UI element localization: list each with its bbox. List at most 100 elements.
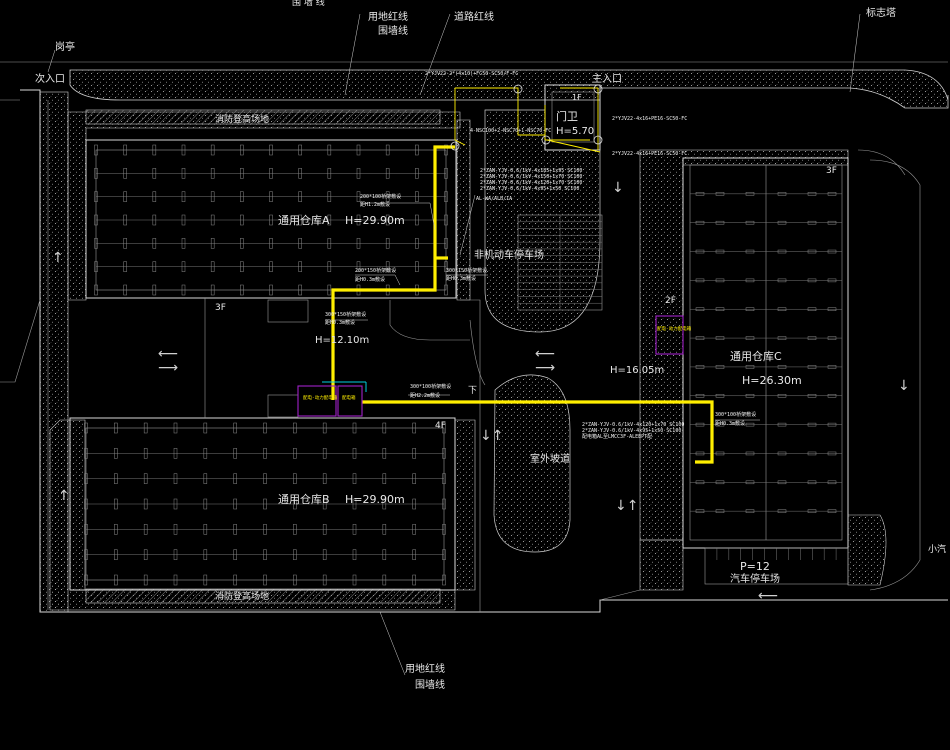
column-mark	[143, 473, 148, 484]
car-parking	[704, 547, 849, 585]
small-building-a	[267, 299, 309, 323]
column-mark	[143, 422, 148, 434]
column-mark	[322, 549, 327, 560]
column-mark	[203, 549, 208, 560]
column-mark	[84, 422, 88, 434]
column-mark	[715, 422, 725, 427]
column-mark	[415, 238, 419, 249]
column-mark	[715, 394, 725, 398]
column-mark	[442, 422, 446, 434]
column-mark	[114, 422, 118, 434]
column-mark	[807, 249, 817, 254]
column-mark	[322, 574, 327, 586]
tray-mid-left-height: 距H0.3m敷设	[355, 276, 385, 283]
column-mark	[807, 509, 817, 513]
column-mark	[210, 238, 215, 249]
column-mark	[777, 220, 787, 225]
column-mark	[382, 498, 387, 510]
column-mark	[807, 394, 817, 398]
column-mark	[777, 480, 787, 485]
warehouse-a-height: H=29.90m	[345, 214, 405, 227]
column-mark	[298, 284, 302, 296]
column-mark	[412, 574, 416, 586]
column-mark	[415, 191, 419, 202]
column-mark	[203, 448, 208, 459]
column-mark	[143, 524, 148, 535]
column-mark	[777, 249, 787, 254]
warehouse-b	[69, 417, 456, 591]
landscaped-areas	[39, 69, 949, 613]
column-mark	[745, 220, 755, 225]
column-mark	[352, 473, 357, 484]
tray-a-2-height: 距H0.3m敷设	[446, 275, 476, 282]
column-mark	[94, 191, 98, 202]
column-mark	[203, 574, 208, 586]
column-mark	[293, 574, 297, 586]
trunk-note-2: 2*ZAN-YJV-0.6/1kV-4x150+1x70 SC100	[480, 174, 582, 180]
column-mark	[143, 448, 148, 459]
tray-main-height: 距H2.2m敷设	[410, 392, 440, 399]
column-mark	[415, 214, 419, 226]
column-mark	[745, 307, 755, 311]
traffic-arrows: ⟵ ⟶ ⟵ ⟶ ↓ ↑ ↑ ↓↑ ↓↑ ↓ ⟵	[52, 180, 910, 604]
fire-lane-top-label: 消防登高场地	[215, 113, 269, 125]
column-mark	[298, 144, 302, 156]
column-mark	[715, 365, 725, 369]
trunk-note-5: AL-WA/ALB/1A	[476, 196, 512, 202]
road-redline-top: 道路红线	[454, 10, 494, 23]
warehouse-b-height: H=29.90m	[345, 493, 405, 506]
column-mark	[143, 574, 148, 586]
trunk-note-4: 2*ZAN-YJV-0.6/1kV-4x95+1x50 SC100	[480, 186, 579, 192]
column-mark	[444, 214, 448, 226]
column-mark	[442, 448, 446, 459]
column-mark	[745, 394, 755, 398]
column-mark	[827, 422, 837, 427]
column-mark	[327, 144, 332, 156]
gate-cable-1: 2*YJV22-2*(4x10)+FC50-SC50/F-FC	[425, 71, 518, 77]
column-mark	[444, 191, 448, 202]
column-mark	[385, 261, 390, 272]
column-mark	[94, 284, 98, 296]
column-mark	[745, 422, 755, 427]
arrow-updown-2: ↓↑	[615, 498, 638, 514]
column-mark	[715, 220, 725, 225]
cable-tray-route	[322, 87, 714, 464]
column-mark	[84, 549, 88, 560]
column-mark	[269, 144, 273, 156]
column-mark	[442, 498, 446, 510]
column-mark	[173, 498, 178, 510]
box-left-label: 配电-动力配电箱	[303, 394, 338, 401]
cable-annotations: 2*YJV22-2*(4x10)+FC50-SC50/F-FC 2*YJV22-…	[325, 71, 756, 440]
column-mark	[444, 144, 448, 156]
tray-ramp-height: 距H0.3m敷设	[325, 319, 355, 326]
column-mark	[385, 238, 390, 249]
c-note-1: 2*ZAN-YJV-0.6/1kV-4x120+1x70 SC100	[582, 422, 684, 428]
gate-cable-3: 2*YJV22-4x16+PE16-SC50-FC	[612, 151, 687, 157]
column-mark	[152, 191, 157, 202]
column-mark	[352, 524, 357, 535]
fire-lane-top	[85, 109, 441, 125]
warehouse-b-label: 通用仓库B	[278, 492, 330, 506]
column-mark	[240, 214, 244, 226]
column-mark	[293, 498, 297, 510]
gate-cable-4: 4-NSC100+2-NSC70+1-NSC70-FC	[470, 128, 551, 134]
ramp-height: H=12.10m	[315, 335, 369, 346]
column-mark	[827, 249, 837, 254]
column-mark	[123, 214, 127, 226]
column-mark	[94, 168, 98, 179]
column-mark	[777, 365, 787, 369]
column-mark	[745, 336, 755, 340]
column-mark	[269, 284, 273, 296]
column-mark	[203, 524, 208, 535]
column-mark	[715, 480, 725, 485]
column-mark	[269, 214, 273, 226]
column-mark	[94, 214, 98, 226]
column-mark	[382, 574, 387, 586]
column-mark	[123, 168, 127, 179]
site-redline-bottom: 用地红线	[405, 662, 445, 675]
column-mark	[94, 144, 98, 156]
tray-mid-left: 200*150桥架敷设	[355, 267, 396, 274]
column-mark	[298, 191, 302, 202]
column-mark	[827, 278, 837, 283]
